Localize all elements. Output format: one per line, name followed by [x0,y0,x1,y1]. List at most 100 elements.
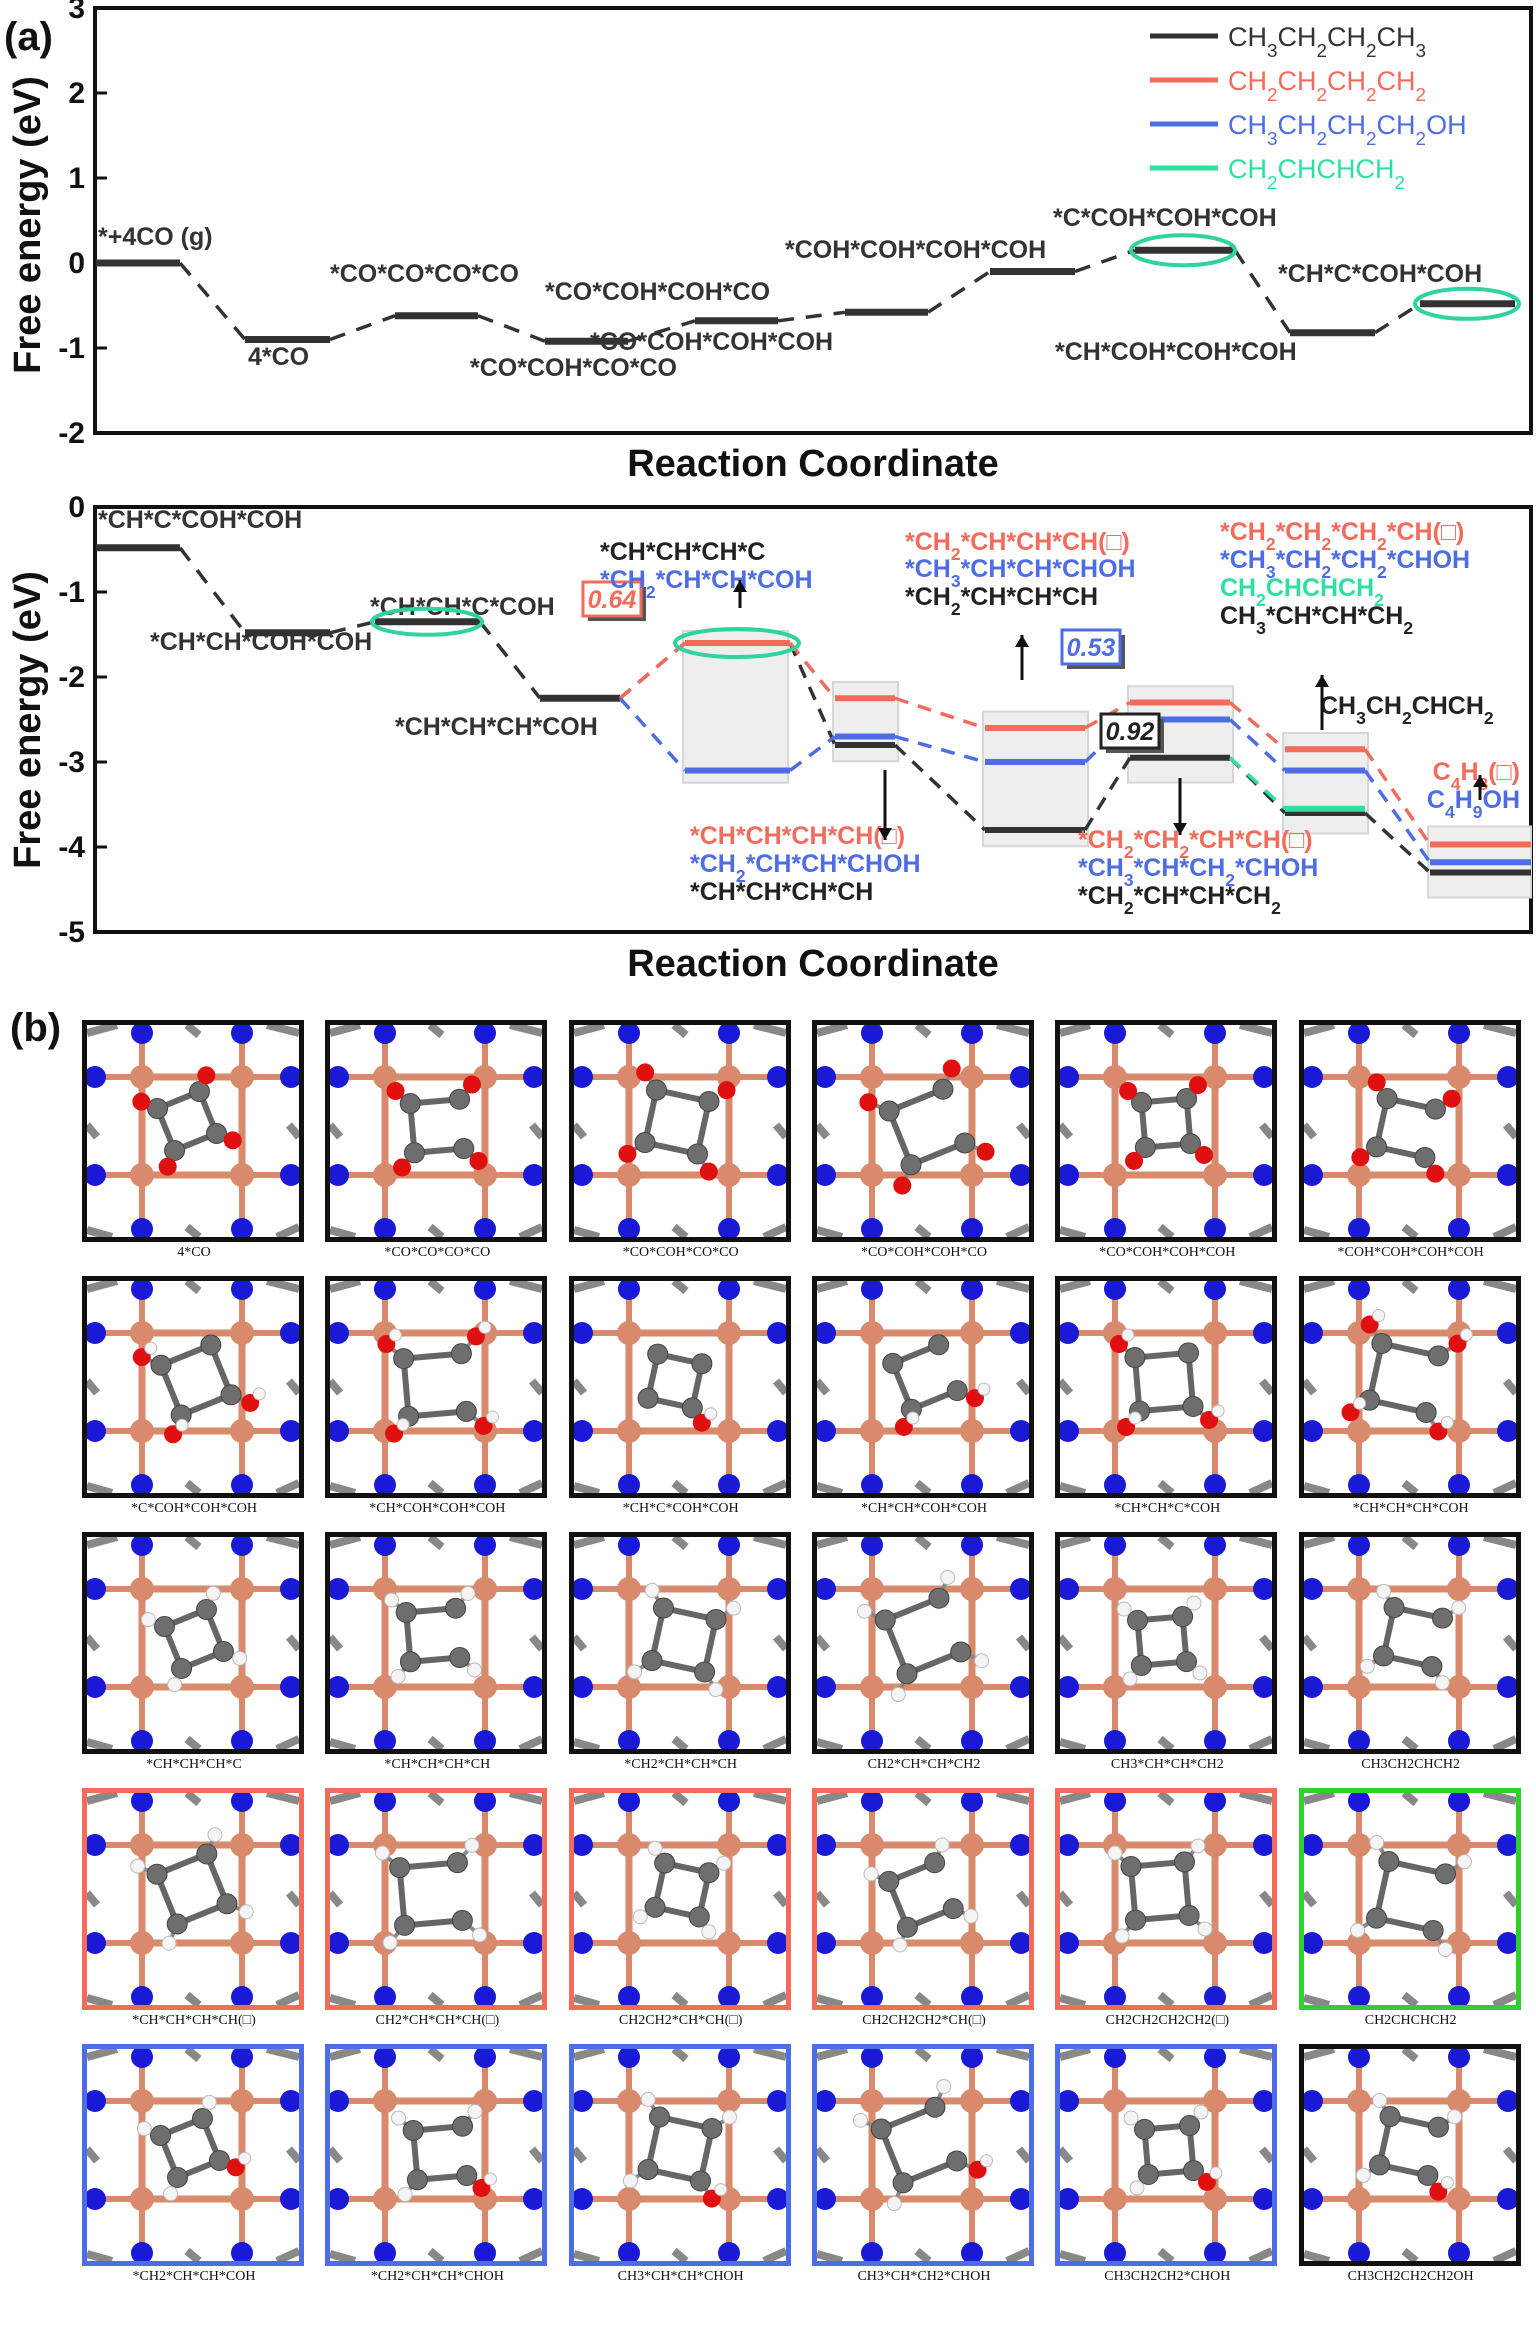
n-atom [231,2049,253,2068]
metal-atom [1446,1675,1471,1699]
metal-atom [616,2187,641,2211]
lattice-edge [1303,2146,1317,2164]
lattice-edge [752,1025,786,1037]
c-atom [400,1092,422,1114]
lattice-edge [772,1890,786,1908]
c-atom [1427,2116,1449,2138]
lattice-edge [573,1537,605,1549]
n-atom [1204,1537,1227,1556]
lattice-edge [1303,1122,1317,1140]
lattice-edge [184,1735,202,1749]
lattice-edge [427,1793,445,1807]
c-atom [1176,1651,1198,1673]
c-atom [698,1862,720,1884]
adsorbate [637,1343,717,1432]
c-atom [1174,1851,1196,1873]
h-atom [626,1664,642,1680]
o-atom [132,1092,151,1111]
lattice-edge [1060,1793,1092,1805]
o-atom [463,1075,482,1094]
c-atom [928,1334,950,1356]
h-atom [1450,1600,1466,1616]
c-atom [1377,1850,1399,1872]
c-atom [404,1142,426,1164]
c-atom [1383,1597,1405,1619]
state-label: *CH*C*COH*COH [98,506,302,534]
o-atom [1442,1089,1461,1108]
n-atom [1347,1281,1370,1300]
metal-atom [473,1833,498,1857]
c-atom [896,1916,918,1938]
state-label: *C*COH*COH*COH [1053,204,1277,232]
metal-atom [716,1321,741,1345]
o-atom [1125,1151,1144,1170]
c-atom [1421,1655,1443,1677]
n-atom [1347,1474,1370,1493]
metal-atom [859,1065,884,1089]
structure-frame [568,1532,791,1754]
metal-atom [373,1065,398,1089]
lattice-edge [1401,1025,1419,1039]
n-atom [1303,1834,1323,1856]
lattice-edge [184,2247,202,2261]
c-atom [166,1913,188,1935]
adsorbate [852,2078,994,2212]
n-atom [374,1025,397,1044]
lattice-edge [330,1482,357,1493]
structure-caption: *CH*CH*C*COH [1114,1501,1221,1516]
c-atom [445,1597,467,1619]
n-atom [280,1578,299,1600]
state-label: *CH*COH*COH*COH [1055,338,1297,366]
c-atom [1176,1088,1198,1110]
lattice [816,1281,1029,1493]
molecule-structure [573,1281,786,1493]
structure-caption: CH2CH2CH2CH2(□) [1105,2013,1230,2028]
structure-row: *C*COH*COH*COH*CH*COH*COH*COH*CH*C*COH*C… [78,1276,1536,1532]
structure-caption: CH3*CH*CH*CH2 [1110,1757,1224,1772]
n-atom [1204,1025,1227,1044]
lattice-edge [275,1735,299,1749]
molecule-structure [1060,1793,1273,2005]
n-atom [1253,1164,1273,1186]
n-atom [231,1730,253,1749]
structure-cell: CH2CH2CH2CH2(□) [1051,1788,1294,2044]
c-atom [1179,2115,1201,2137]
lattice-edge [184,1223,202,1237]
h-atom [632,1909,648,1925]
n-atom [474,1730,497,1749]
h-atom [934,1837,950,1853]
h-atom [486,1410,500,1424]
n-atom [1009,2090,1029,2112]
adsorbate [386,1075,488,1177]
annotation-line: *CH3*CH*CH2*CHOH [1078,854,1318,890]
structure-row: 4*CO*CO*CO*CO*CO*CO*COH*CO*CO*CO*COH*COH… [78,1020,1536,1276]
structure-cell: *CH2*CH*CH*CH [565,1532,808,1788]
h-atom [167,1677,183,1693]
metal-atom [616,1931,641,1955]
lattice-edge [87,2146,101,2164]
lattice-edge [816,1634,831,1652]
metal-atom [230,2187,254,2211]
n-atom [131,1218,153,1237]
lattice-edge [1482,1281,1516,1293]
o-atom [1425,1164,1444,1183]
lattice-edge [266,1537,299,1549]
lattice-edge [671,2049,689,2063]
h-atom [382,1935,398,1951]
lattice-edge [752,1793,786,1805]
n-atom [1303,1578,1323,1600]
connector-line [1083,756,1132,831]
annotation-line: *CH*CH*CH*CH(□) [690,822,905,850]
metal-atom [859,1675,884,1699]
lattice-edge [275,1479,299,1493]
annotation-line: CH3CH2CHCH2 [1320,692,1494,728]
h-atom [232,1650,248,1666]
structure-caption: *CH*CH*CH*COH [1352,1501,1469,1516]
h-atom [252,1387,266,1401]
metal-atom [959,1321,984,1345]
lattice [1303,2049,1516,2261]
n-atom [860,2049,883,2068]
lattice-edge [1248,1991,1273,2005]
molecule-structure [816,1025,1029,1237]
h-atom [940,1569,956,1585]
